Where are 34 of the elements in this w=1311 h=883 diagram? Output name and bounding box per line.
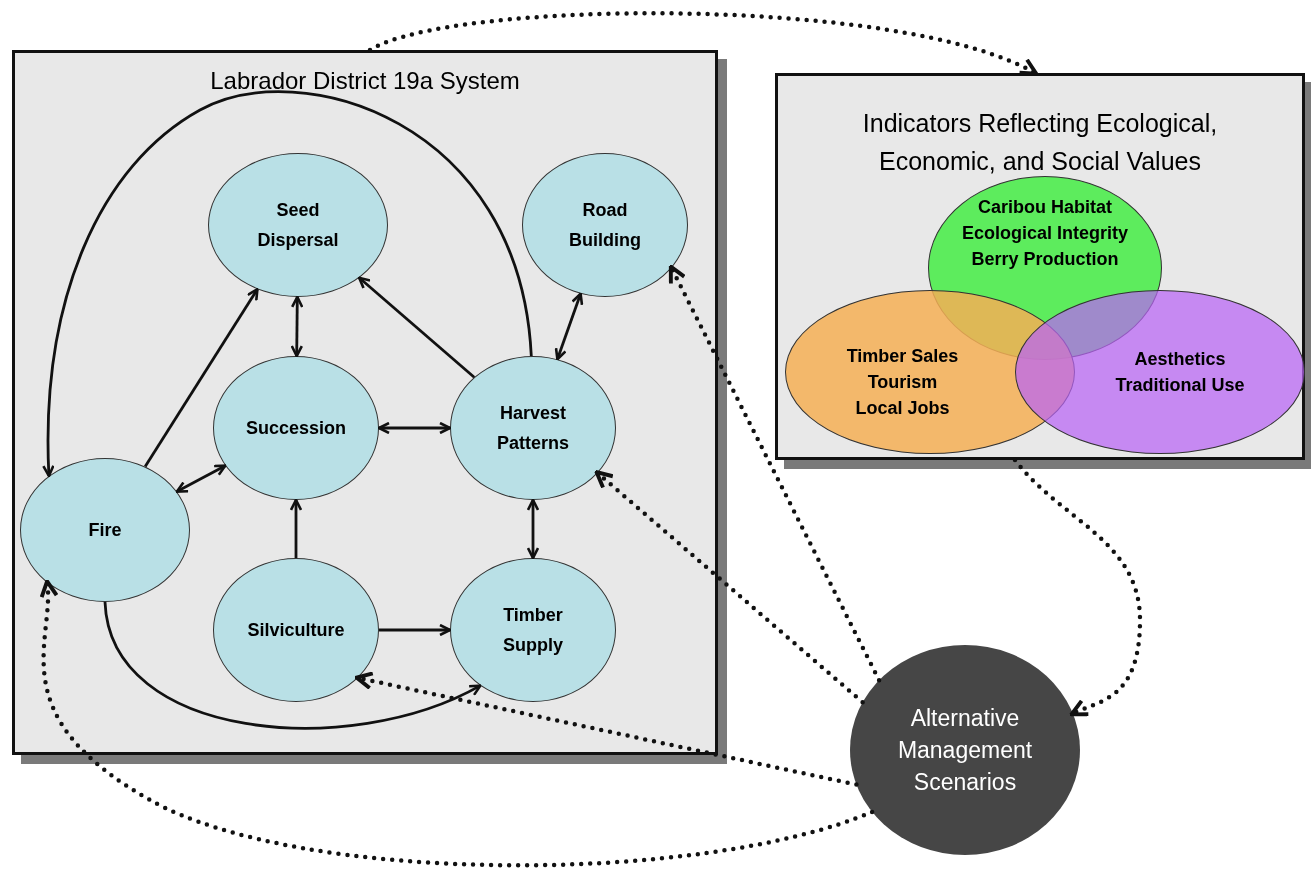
node-label: Road Building [568, 199, 642, 252]
panel-title: Indicators Reflecting Ecological, Economic, and Social Values [861, 108, 1219, 177]
indicator-label: Caribou Habitat [978, 196, 1112, 219]
arrow [175, 464, 227, 493]
arrow [526, 498, 540, 560]
arrow [357, 276, 476, 379]
arrow [144, 287, 259, 468]
dotted-arrow [38, 579, 875, 868]
dotted-arrow [354, 671, 859, 787]
node-label: Alternative Management Scenarios [896, 704, 1034, 797]
node-label: Succession [244, 417, 347, 440]
arrow [290, 295, 304, 358]
node-label: Timber Supply [502, 604, 564, 657]
indicator-label: Local Jobs [855, 397, 950, 420]
indicator-label: Timber Sales [846, 345, 959, 368]
arrow [379, 623, 452, 637]
dotted-arrow [594, 470, 865, 705]
arrow [377, 421, 452, 435]
indicator-label: Berry Production [971, 248, 1119, 271]
dotted-arrow [668, 264, 882, 683]
indicator-label: Ecological Integrity [961, 222, 1128, 245]
indicator-label: Traditional Use [1115, 374, 1245, 397]
indicator-label: Aesthetics [1134, 348, 1226, 371]
panel-title: Labrador District 19a System [209, 67, 521, 95]
arrow [289, 498, 303, 558]
indicator-label: Tourism [867, 371, 938, 394]
node-label: Fire [87, 519, 123, 542]
arrow [103, 601, 482, 730]
dotted-arrow [1012, 457, 1143, 717]
arrow [554, 292, 584, 361]
arrow [42, 90, 533, 478]
node-label: Silviculture [246, 619, 346, 642]
node-label: Harvest Patterns [496, 402, 570, 455]
node-label: Seed Dispersal [256, 199, 340, 252]
